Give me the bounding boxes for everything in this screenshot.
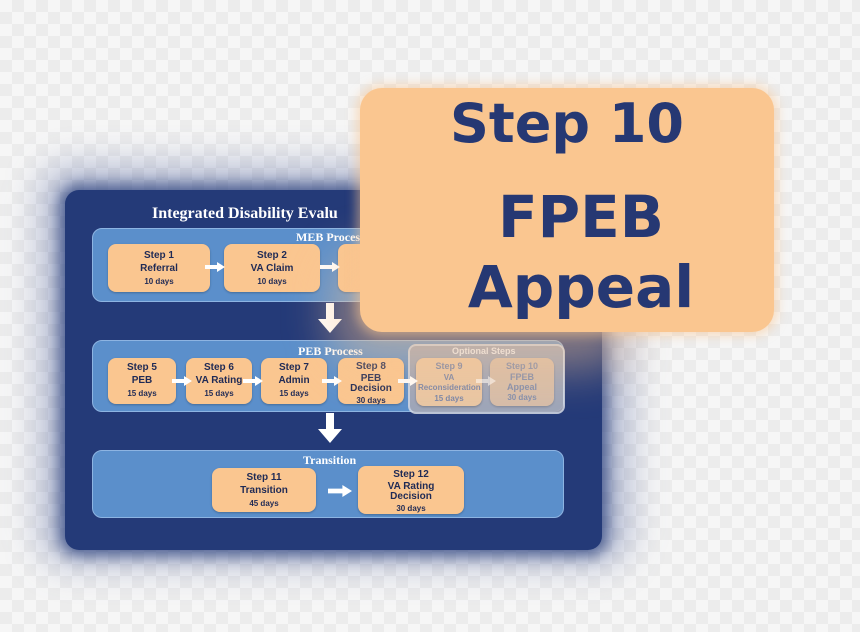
arrow-right-icon	[172, 376, 192, 386]
transition-section-title: Transition	[303, 453, 357, 467]
step-11-box: Step 11 Transition 45 days	[212, 468, 316, 512]
arrow-right-icon	[476, 376, 496, 386]
meb-section-title: MEB Proces	[296, 230, 361, 244]
arrow-right-icon	[205, 262, 225, 272]
step-days: 15 days	[434, 394, 464, 403]
step-1-box: Step 1 Referral 10 days	[108, 244, 210, 292]
peb-section-title: PEB Process	[298, 344, 363, 358]
step-days: 45 days	[249, 499, 279, 508]
step-5-box: Step 5 PEB 15 days	[108, 358, 176, 404]
step-name: VA Claim	[250, 263, 294, 274]
step-10-box: Step 10 FPEB Appeal 30 days	[490, 358, 554, 406]
callout-line-3: Appeal	[467, 253, 695, 321]
optional-steps-title: Optional Steps	[452, 346, 516, 356]
step-days: 30 days	[507, 393, 537, 402]
step-label: Step 10	[505, 361, 538, 371]
arrow-right-icon	[328, 485, 352, 497]
step-8-box: Step 8 PEB Decision 30 days	[338, 358, 404, 405]
step-6-box: Step 6 VA Rating 15 days	[186, 358, 252, 404]
step-2-box: Step 2 VA Claim 10 days	[224, 244, 320, 292]
step-days: 15 days	[127, 389, 157, 398]
step-name: FPEB Appeal	[506, 372, 537, 392]
arrow-down-icon	[318, 413, 342, 443]
step-days: 30 days	[396, 504, 426, 513]
step-name: PEB	[131, 375, 153, 386]
diagram-title: Integrated Disability Evalu	[152, 205, 338, 222]
callout-line-1: Step 10	[450, 92, 684, 155]
arrow-right-icon	[322, 376, 342, 386]
step-name: VA Reconsideration	[418, 373, 481, 392]
step-days: 15 days	[204, 389, 234, 398]
step-label: Step 5	[126, 362, 157, 373]
step-label: Step 1	[143, 250, 174, 261]
step-days: 10 days	[257, 277, 287, 286]
step-name: VA Rating Decision	[387, 481, 435, 502]
step-label: Step 9	[435, 361, 463, 371]
step-label: Step 7	[278, 362, 309, 373]
step-7-box: Step 7 Admin 15 days	[261, 358, 327, 404]
arrow-right-icon	[398, 376, 418, 386]
step-name: PEB Decision	[350, 373, 392, 394]
step-label: Step 6	[203, 362, 234, 373]
step-name: Admin	[278, 375, 310, 386]
callout-line-2: FPEB	[498, 183, 664, 251]
step-name: Transition	[240, 485, 288, 496]
step-12-box: Step 12 VA Rating Decision 30 days	[358, 466, 464, 514]
arrow-right-icon	[320, 262, 340, 272]
step-name: VA Rating	[195, 375, 243, 386]
step-name: Referral	[140, 263, 178, 274]
arrow-right-icon	[243, 376, 263, 386]
step-label: Step 2	[256, 250, 287, 261]
transition-section	[92, 450, 564, 518]
step-10-callout	[360, 88, 774, 332]
step-label: Step 11	[246, 472, 282, 483]
step-days: 30 days	[356, 396, 386, 405]
step-days: 15 days	[279, 389, 309, 398]
step-days: 10 days	[144, 277, 174, 286]
arrow-down-icon	[318, 303, 342, 333]
step-label: Step 8	[355, 361, 386, 372]
step-9-box: Step 9 VA Reconsideration 15 days	[416, 358, 482, 406]
step-label: Step 12	[393, 469, 429, 480]
